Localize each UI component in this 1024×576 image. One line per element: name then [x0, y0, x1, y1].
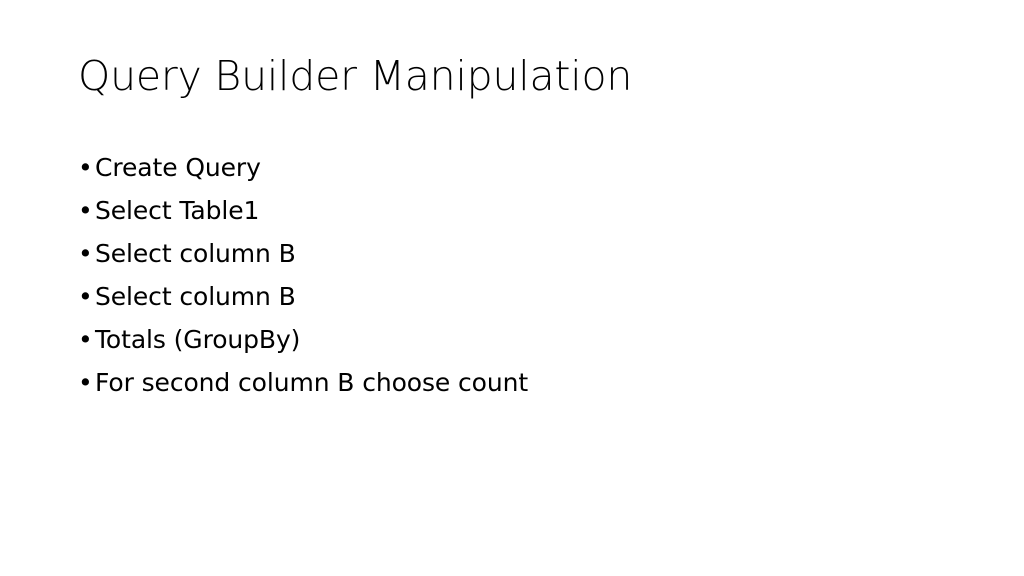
bullet-point-icon: • [78, 239, 93, 268]
list-item: • For second column B choose count [78, 367, 958, 410]
list-item: • Totals (GroupBy) [78, 324, 958, 367]
list-item: • Create Query [78, 152, 958, 195]
list-item-label: Totals (GroupBy) [95, 325, 301, 354]
page-title: Query Builder Manipulation [78, 52, 633, 100]
list-item-label: Select column B [95, 282, 296, 311]
list-item-label: Select column B [95, 239, 296, 268]
bullet-point-icon: • [78, 196, 93, 225]
list-item: • Select column B [78, 238, 958, 281]
bullet-list: • Create Query • Select Table1 • Select … [78, 152, 958, 410]
bullet-point-icon: • [78, 153, 93, 182]
bullet-point-icon: • [78, 368, 93, 397]
list-item-label: Create Query [95, 153, 261, 182]
list-item: • Select Table1 [78, 195, 958, 238]
bullet-point-icon: • [78, 282, 93, 311]
list-item-label: Select Table1 [95, 196, 260, 225]
list-item-label: For second column B choose count [95, 368, 529, 397]
list-item: • Select column B [78, 281, 958, 324]
bullet-point-icon: • [78, 325, 93, 354]
